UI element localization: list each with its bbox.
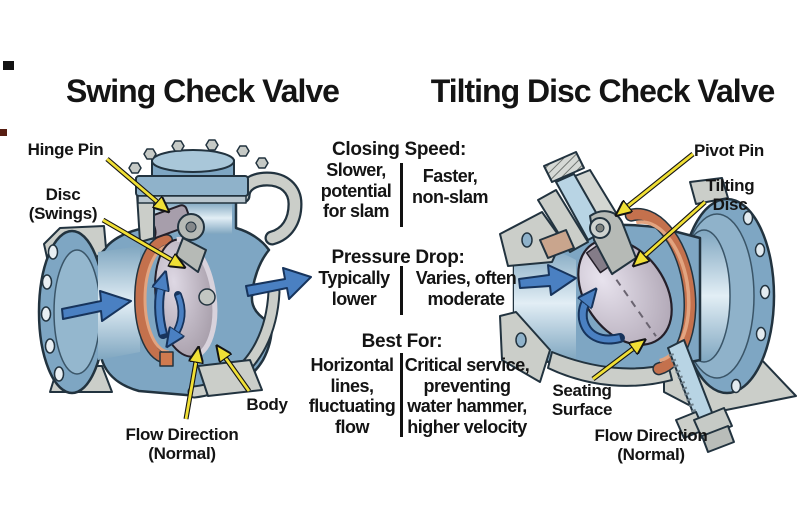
- artifact-mark: [0, 129, 7, 136]
- label-flow-direction-right: Flow Direction (Normal): [586, 426, 716, 464]
- tilting-pivot-arm: [589, 210, 637, 275]
- tilting-bottom-stud: [667, 339, 735, 453]
- comparison-line: potential: [320, 180, 392, 201]
- label-arrow-flow-left: [183, 356, 197, 420]
- comparison-best-for-swing: Horizontal lines, fluctuating flow: [302, 355, 402, 437]
- label-hinge-pin: Hinge Pin: [27, 140, 104, 159]
- swing-valve-illustration: [37, 139, 312, 399]
- comparison-header-pressure-drop: Pressure Drop:: [331, 247, 465, 268]
- comparison-line: Critical service,: [404, 355, 530, 375]
- comparison-line: for slam: [322, 201, 390, 221]
- comparison-line: Slower,: [326, 160, 386, 180]
- swing-internal-flow-arrows: [159, 284, 186, 336]
- swing-valve-title: Swing Check Valve: [66, 73, 340, 109]
- comparison-best-for-tilting: Critical service, preventing water hamme…: [404, 355, 530, 437]
- comparison-closing-speed-tilting: Faster, non-slam: [404, 166, 496, 207]
- comparison-line: flow: [335, 416, 370, 437]
- label-arrow-hinge-pin: [105, 157, 162, 206]
- tilting-inlet-cut-bottom: [499, 311, 551, 383]
- label-line: Disc: [712, 195, 748, 214]
- label-body: Body: [246, 395, 288, 414]
- label-line: Flow Direction: [125, 425, 239, 444]
- tilting-inlet-cut-top-hole: [521, 232, 533, 248]
- label-pivot-pin: Pivot Pin: [693, 141, 765, 160]
- tilting-flange-bolt-holes: [730, 210, 771, 394]
- comparison-header-best-for: Best For:: [361, 331, 443, 352]
- comparison-line: Varies, often: [415, 268, 517, 288]
- comparison-divider-1: [400, 163, 403, 227]
- label-line: Seating: [552, 381, 612, 400]
- comparison-line: lower: [331, 288, 377, 309]
- comparison-line: fluctuating: [308, 396, 396, 416]
- comparison-pressure-drop-swing: Typically lower: [304, 268, 404, 309]
- label-line: (Swings): [28, 204, 98, 223]
- comparison-divider-2: [400, 266, 403, 315]
- tilting-inlet-flow-arrow: [518, 264, 577, 296]
- tilting-valve-title: Tilting Disc Check Valve: [430, 73, 776, 109]
- comparison-line: lines,: [330, 375, 374, 396]
- comparison-line: preventing: [423, 375, 511, 396]
- comparison-line: Horizontal: [310, 355, 395, 375]
- comparison-pressure-drop-tilting: Varies, often moderate: [410, 268, 522, 309]
- swing-bonnet: [128, 139, 269, 243]
- label-line: Tilting: [705, 176, 755, 195]
- swing-outlet-cut-hook-fill: [237, 173, 301, 244]
- label-arrow-body: [222, 353, 252, 393]
- label-line: Surface: [551, 400, 613, 419]
- swing-outlet-flow-arrow: [245, 267, 312, 300]
- tilting-inlet-cut-bottom-hole: [515, 332, 527, 348]
- artifact-mark: [3, 61, 14, 70]
- label-line: Disc: [45, 185, 81, 204]
- label-seating-surface: Seating Surface: [546, 381, 618, 419]
- swing-disc-nut: [198, 288, 216, 306]
- swing-hinge-assembly: [141, 204, 207, 273]
- swing-seat-ring: [134, 234, 174, 367]
- comparison-header-closing-speed: Closing Speed:: [331, 139, 467, 160]
- comparison-line: water hammer,: [407, 396, 527, 416]
- label-line: (Normal): [617, 445, 685, 464]
- comparison-line: moderate: [427, 288, 505, 309]
- tilting-internal-flow-arrow: [583, 299, 625, 345]
- label-arrow-disc-swings: [101, 217, 177, 263]
- label-flow-direction-left: Flow Direction (Normal): [115, 425, 249, 463]
- label-line: Flow Direction: [594, 426, 708, 445]
- comparison-line: higher velocity: [407, 416, 527, 437]
- swing-flange-bolt-holes: [40, 244, 65, 382]
- comparison-line: Faster,: [422, 166, 478, 186]
- swing-inlet-flow-arrow: [61, 290, 132, 322]
- label-line: (Normal): [148, 444, 216, 463]
- comparison-line: non-slam: [411, 186, 489, 207]
- comparison-closing-speed-swing: Slower, potential for slam: [306, 160, 406, 222]
- swing-bonnet-bolts: [128, 139, 269, 174]
- label-arrow-pivot-pin: [623, 152, 695, 210]
- label-disc-swings: Disc (Swings): [17, 185, 109, 223]
- comparison-line: Typically: [318, 268, 390, 288]
- label-arrow-seating-surface: [591, 345, 638, 381]
- label-arrows: [101, 152, 707, 420]
- comparison-divider-3: [400, 353, 403, 437]
- label-tilting-disc: Tilting Disc: [698, 176, 762, 214]
- label-arrow-tilting-disc: [640, 200, 707, 260]
